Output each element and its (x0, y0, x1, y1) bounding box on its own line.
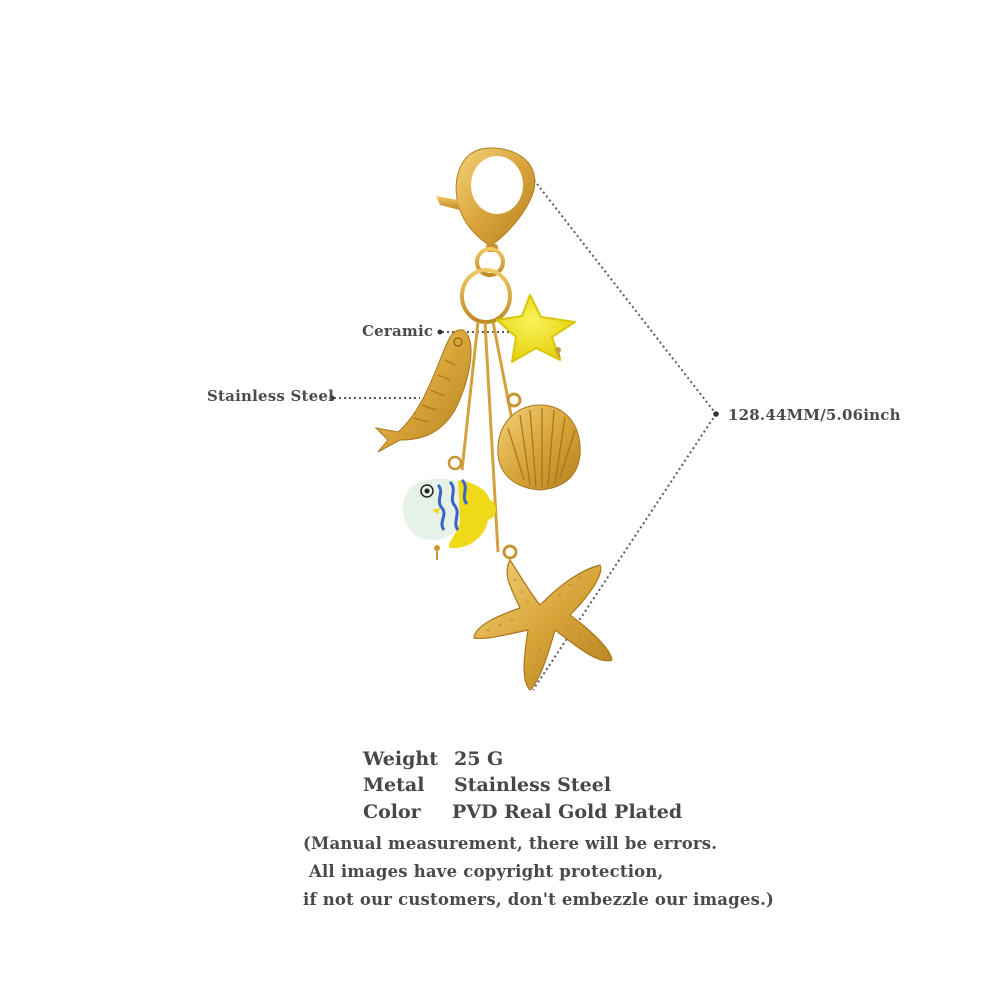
lobster-clasp (436, 147, 536, 252)
ceramic-fish-charm (403, 455, 496, 560)
ceramic-starfish-charm (496, 294, 576, 363)
steel-pointer-dot (329, 395, 335, 401)
length-measurement-label: 128.44MM/5.06inch (728, 406, 901, 424)
disclaimer-line-3: if not our customers, don't embezzle our… (303, 890, 775, 909)
spec-value: PVD Real Gold Plated (452, 801, 683, 823)
jump-ring-large (460, 268, 512, 324)
stainless-steel-label: Stainless Steel (207, 387, 334, 405)
spec-key: Weight (363, 748, 438, 770)
gold-starfish-charm (473, 544, 613, 691)
gold-fish-charm (374, 329, 472, 453)
spec-value: 25 G (454, 748, 504, 770)
spec-key: Color (363, 801, 421, 823)
disclaimer-line-2: All images have copyright protection, (303, 862, 664, 881)
spec-value: Stainless Steel (454, 774, 612, 796)
scallop-shell-charm (497, 392, 581, 491)
length-measure-dot (713, 411, 719, 417)
jump-ring-small (475, 247, 505, 277)
ceramic-label: Ceramic (362, 322, 434, 340)
disclaimer-line-1: (Manual measurement, there will be error… (303, 834, 718, 853)
length-measure-line (532, 179, 717, 691)
ceramic-pointer-dot (437, 329, 443, 335)
spec-key: Metal (363, 774, 425, 796)
